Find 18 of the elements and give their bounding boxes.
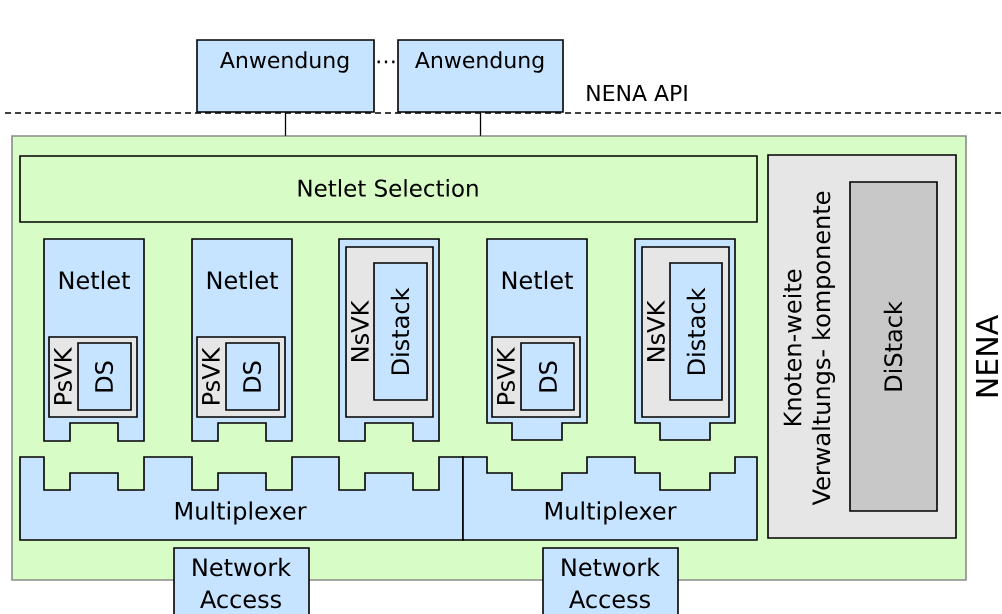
connector-line	[479, 111, 482, 137]
component-box: DS	[77, 342, 132, 411]
component-box: DiStack	[849, 181, 938, 512]
application-box: Anwendung	[196, 39, 375, 113]
component-box: DS	[225, 342, 280, 411]
multiplexer-box: Multiplexer	[19, 456, 464, 541]
ellipsis-text: …	[377, 60, 395, 64]
component-box: Distack	[373, 262, 428, 401]
application-box: Anwendung	[397, 39, 564, 113]
component-box: DS	[520, 342, 575, 411]
network-access-box: Network Access	[173, 547, 310, 614]
selection-box: Netlet Selection	[19, 155, 758, 223]
interface-label: NENA API	[587, 85, 687, 101]
multiplexer-box: Multiplexer	[462, 456, 758, 541]
connector-line	[284, 111, 287, 137]
network-access-box: Network Access	[542, 547, 679, 614]
node-label: NENA	[976, 315, 998, 397]
component-box: Distack	[669, 262, 723, 401]
